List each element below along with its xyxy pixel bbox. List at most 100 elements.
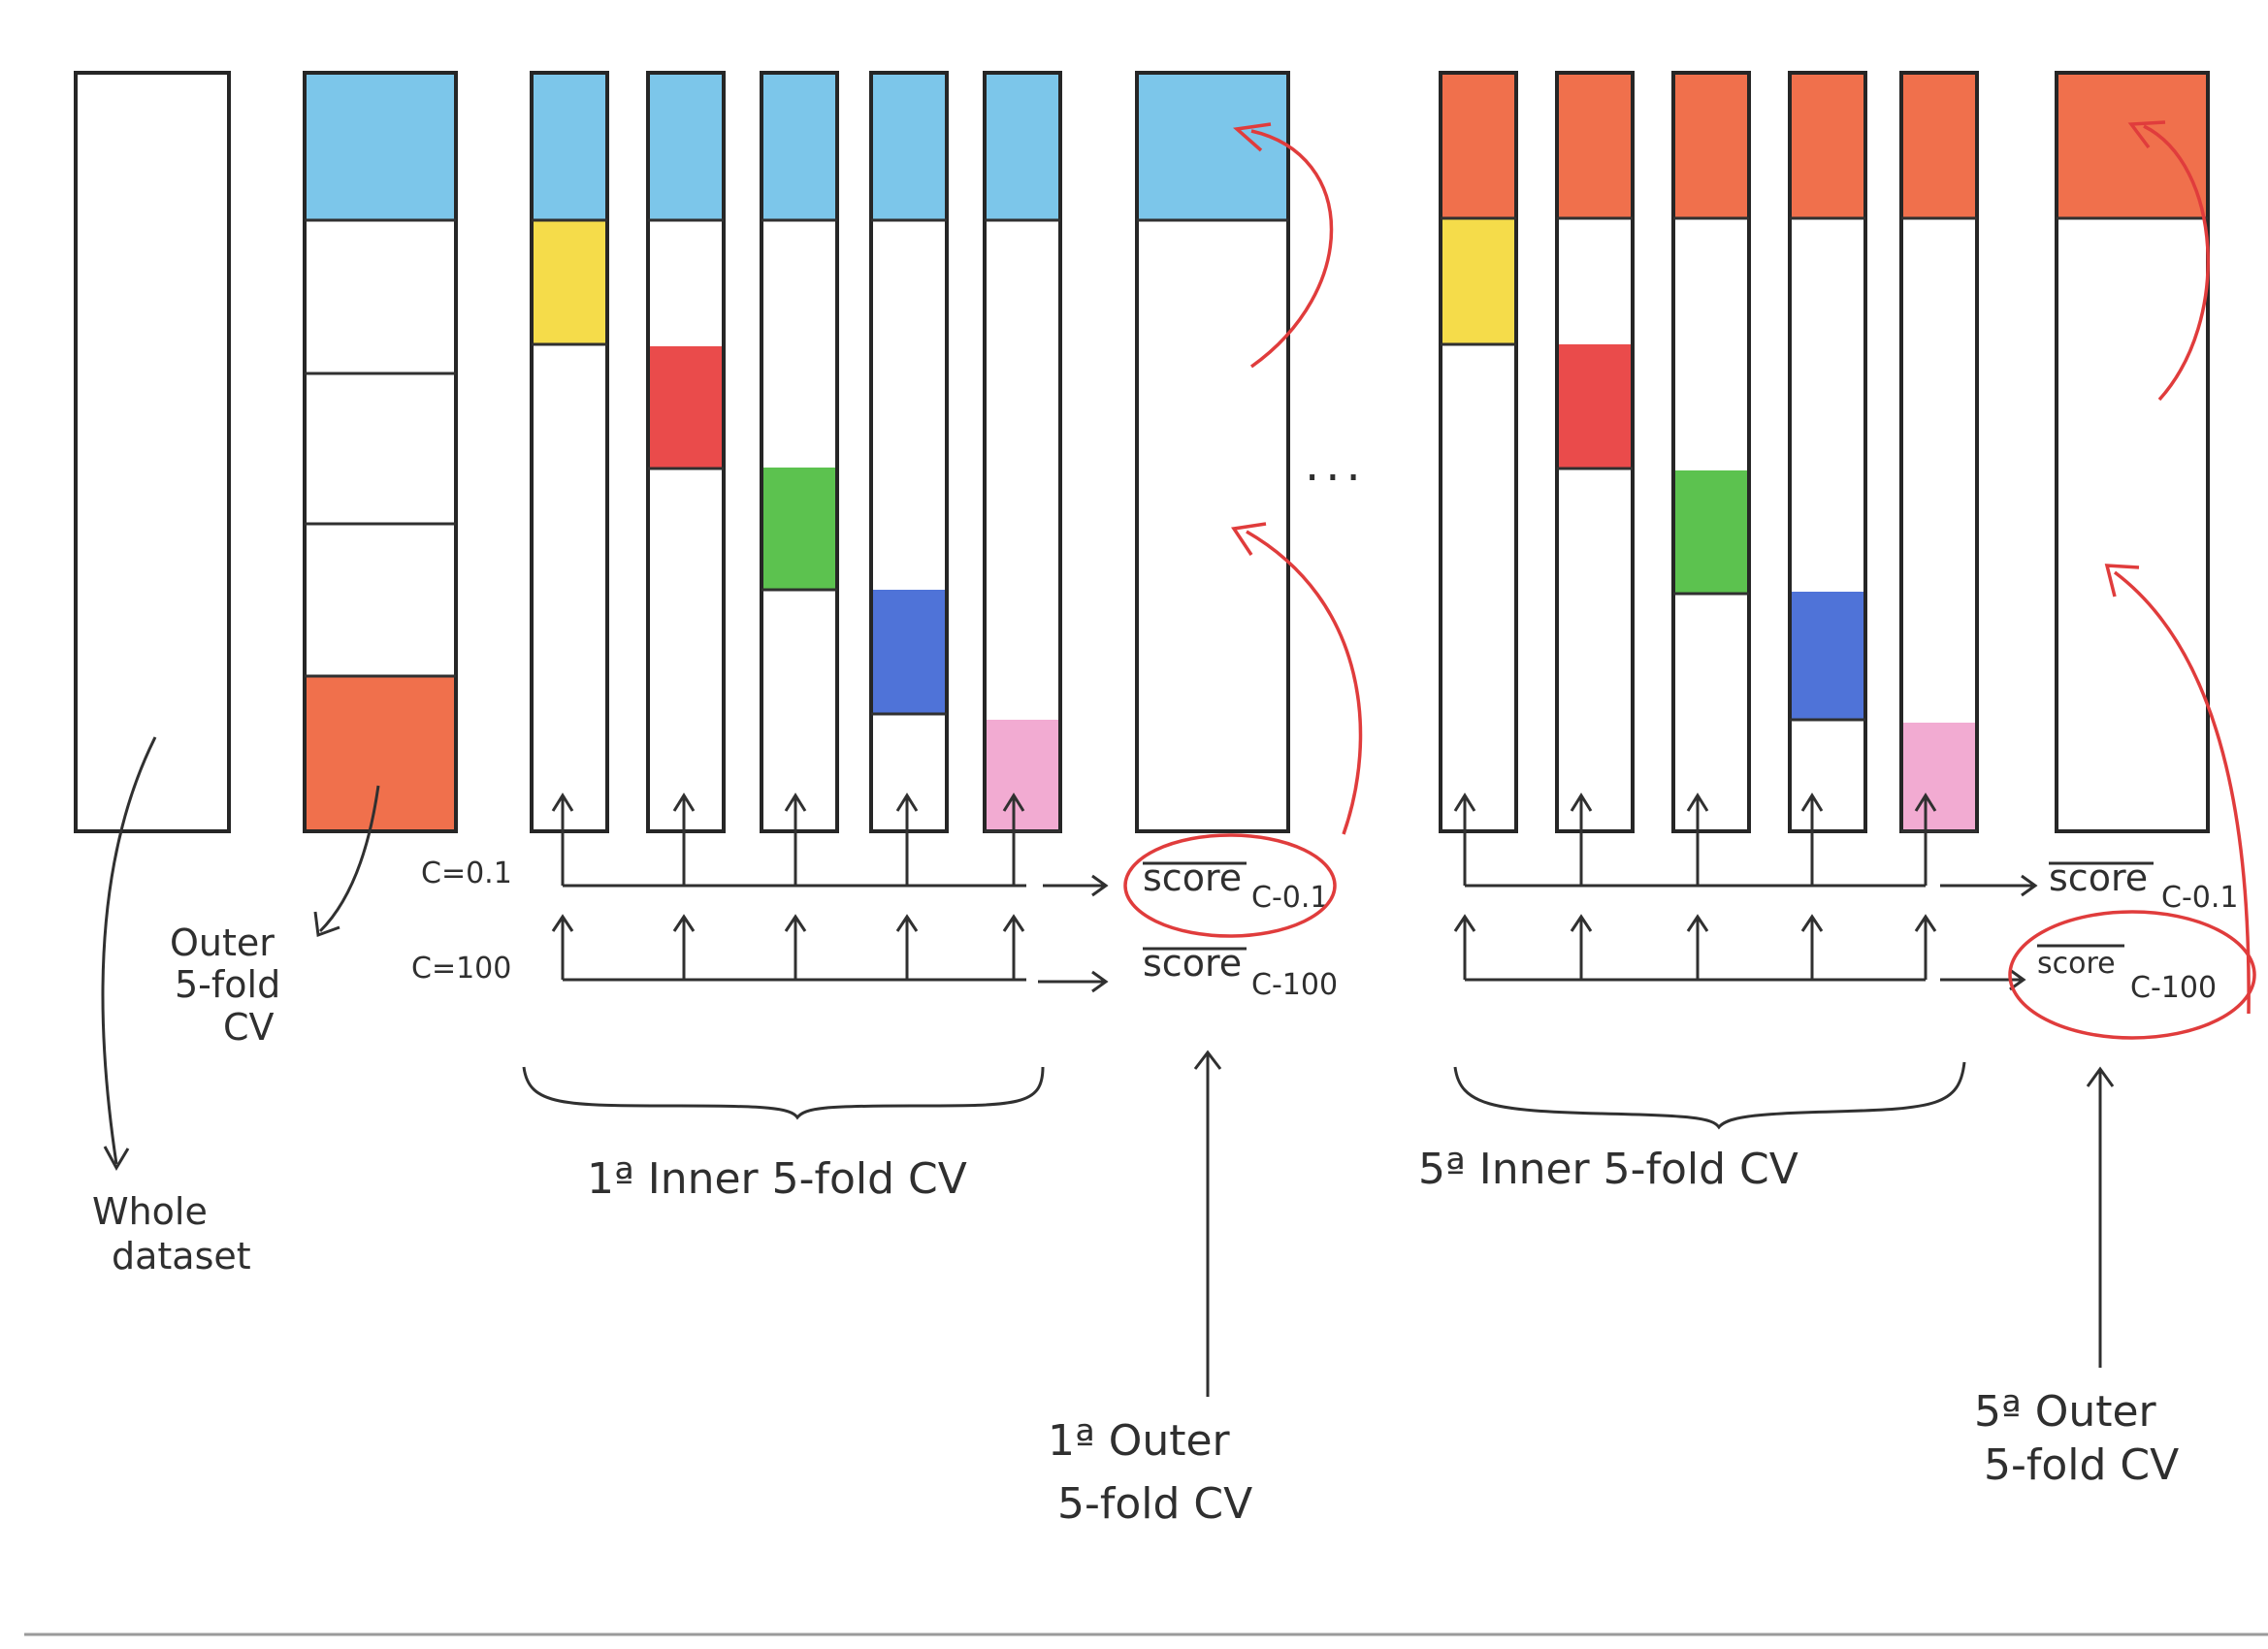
score-subscript: C-0.1: [1251, 881, 1328, 915]
arrow-up-icon: [1914, 792, 1937, 886]
inner-cv-5-columns: [1439, 71, 1979, 833]
result-1-test-block: [1137, 73, 1288, 220]
outer-5fold-label: CV: [223, 1006, 275, 1049]
inner-validation-block: [532, 220, 607, 344]
inner-test-block: [985, 73, 1060, 220]
inner-fold-column: [760, 71, 839, 833]
inner-cv-5-arrows: [1453, 792, 1937, 982]
score-subscript: C-100: [1251, 968, 1338, 1002]
inner-validation-block: [871, 590, 947, 714]
inner-column-outline: [1671, 71, 1751, 833]
arrow-up-icon: [895, 914, 919, 980]
curved-arrow-icon: [101, 736, 380, 1172]
arrow-right-icon: [1940, 874, 2038, 991]
inner-column-outline: [530, 71, 609, 833]
curly-brace-icon: [1453, 1061, 1966, 1130]
inner-validation-block: [648, 346, 724, 469]
arrow-up-icon: [1193, 1050, 2115, 1397]
arrow-up-icon: [784, 792, 807, 886]
arrow-right-icon: [1038, 874, 1109, 993]
inner-validation-block: [1557, 344, 1633, 469]
red-circle-highlight: [2008, 910, 2256, 1040]
inner-fold-column: [646, 71, 726, 833]
inner-test-block: [1557, 73, 1633, 218]
score-text: score: [2037, 947, 2116, 981]
score-subscript: C-0.1: [2161, 881, 2238, 915]
outer-5fold-label: Outer: [170, 922, 275, 964]
inner-validation-block: [985, 720, 1060, 831]
arrow-up-icon: [1002, 914, 1025, 980]
ellipsis-text: ...: [1305, 437, 1367, 492]
arrow-up-icon: [1800, 914, 1824, 980]
outer-cv-1-label: 1ª Outer: [1048, 1416, 1231, 1466]
outer-cv-1-label: 5-fold CV: [1057, 1479, 1252, 1529]
arrow-up-icon: [672, 914, 696, 980]
c-small-label: C=0.1: [421, 857, 512, 890]
inner-validation-block: [1901, 723, 1977, 831]
arrow-up-icon: [1570, 914, 1593, 980]
outer-fold-column: [303, 71, 458, 833]
inner-test-block: [1441, 73, 1516, 218]
arrow-up-icon: [1914, 914, 1937, 980]
result-5-test-block: [2057, 73, 2208, 218]
inner-test-block: [648, 73, 724, 220]
inner-cv-1-columns: [530, 71, 1062, 833]
score-subscript: C-100: [2130, 971, 2217, 1005]
inner-fold-column: [1899, 71, 1979, 833]
inner-cv-5-label: 5ª Inner 5-fold CV: [1418, 1145, 1798, 1194]
inner-fold-column: [1555, 71, 1635, 833]
outer-result-column-1: [1135, 71, 1290, 833]
outer-cv-5-label: 5ª Outer: [1974, 1387, 2157, 1437]
red-circle-highlight: [1123, 833, 1337, 938]
curly-brace-icon: [522, 1066, 1045, 1120]
inner-validation-block: [761, 468, 837, 590]
inner-validation-block: [1790, 592, 1865, 720]
inner-cv-1-label: 1ª Inner 5-fold CV: [587, 1154, 967, 1204]
score-text: score: [1143, 857, 1242, 899]
arrow-up-icon: [1686, 792, 1709, 886]
inner-test-block: [532, 73, 607, 220]
inner-column-outline: [1555, 71, 1635, 833]
inner-fold-column: [1439, 71, 1518, 833]
arrow-up-icon: [1570, 792, 1593, 886]
inner-column-outline: [760, 71, 839, 833]
inner-fold-column: [983, 71, 1062, 833]
score-c-0.1-fold1: score C-0.1: [1143, 857, 1328, 915]
inner-fold-column: [869, 71, 949, 833]
curved-arrow-icon: [1231, 122, 1363, 835]
outer-bottom-block: [305, 676, 456, 831]
arrow-up-icon: [1800, 792, 1824, 886]
score-c-100-fold5: score C-100: [2037, 944, 2217, 1005]
score-c-100-fold1: score C-100: [1143, 942, 1338, 1002]
arrow-up-icon: [784, 914, 807, 980]
inner-validation-block: [1441, 218, 1516, 344]
score-text: score: [2049, 857, 2148, 899]
arrow-up-icon: [1453, 792, 1476, 886]
whole-dataset-column: [74, 71, 231, 833]
outer-result-column-5: [2055, 71, 2210, 833]
arrow-up-icon: [1002, 792, 1025, 886]
inner-test-block: [1790, 73, 1865, 218]
outer-test-block: [305, 73, 456, 220]
arrow-up-icon: [551, 914, 574, 980]
curved-arrow-icon: [2104, 120, 2251, 1015]
inner-cv-1-arrows: [551, 792, 1026, 982]
inner-column-outline: [1439, 71, 1518, 833]
inner-test-block: [871, 73, 947, 220]
arrow-up-icon: [672, 792, 696, 886]
inner-column-outline: [869, 71, 949, 833]
arrow-up-icon: [1686, 914, 1709, 980]
arrow-up-icon: [895, 792, 919, 886]
outer-cv-5-label: 5-fold CV: [1984, 1440, 2179, 1490]
inner-fold-column: [1788, 71, 1867, 833]
c-large-label: C=100: [411, 952, 511, 986]
inner-column-outline: [646, 71, 726, 833]
whole-dataset-label: Whole: [92, 1190, 208, 1233]
arrow-up-icon: [1453, 914, 1476, 980]
inner-test-block: [1673, 73, 1749, 218]
inner-test-block: [761, 73, 837, 220]
inner-column-outline: [1788, 71, 1867, 833]
inner-fold-column: [530, 71, 609, 833]
inner-fold-column: [1671, 71, 1751, 833]
